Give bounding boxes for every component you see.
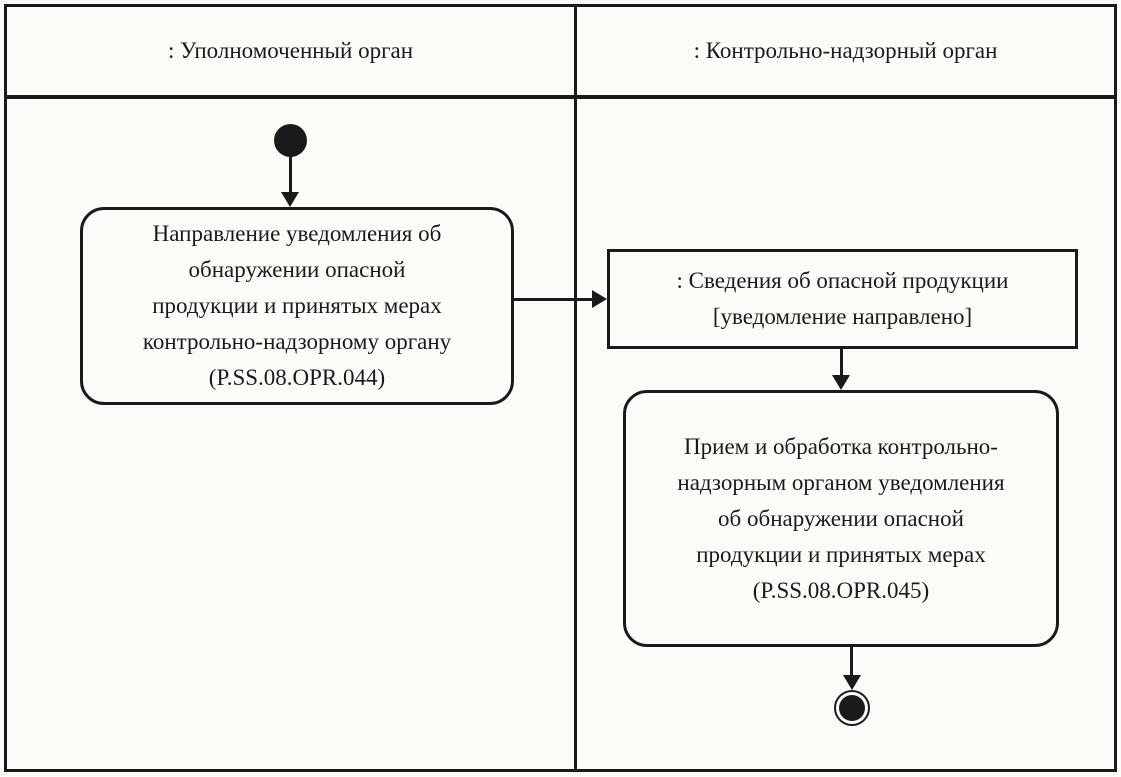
flow-line-object-to-activity2	[840, 349, 843, 377]
activity-text-line: Прием и обработка контрольно-	[684, 433, 998, 459]
initial-node	[274, 124, 307, 157]
activity-text-line: продукции и принятых мерах	[696, 541, 986, 567]
activity-text-line: обнаружении опасной	[188, 257, 406, 282]
arrowhead-down-icon	[832, 375, 850, 390]
flow-line-activity1-to-object	[514, 298, 594, 301]
activity-text-line: об обнаружении опасной	[718, 505, 964, 531]
lane-header-control-supervisory-body: : Контрольно-надзорный орган	[693, 38, 998, 63]
final-node	[834, 690, 870, 726]
final-node-dot	[839, 695, 865, 721]
activity-operation-code: (P.SS.08.OPR.044)	[208, 365, 386, 390]
activity-text-line: Направление уведомления об	[152, 221, 442, 246]
activity-receive-process-notification: Прием и обработка контрольно- надзорным …	[623, 390, 1059, 647]
flow-line-activity2-to-final	[850, 647, 853, 677]
lane-header-authorized-body: : Уполномоченный орган	[167, 38, 414, 63]
swimlane-divider	[574, 4, 577, 772]
activity-text-line: контрольно-надзорному органу	[142, 329, 452, 354]
activity-text-line: продукции и принятых мерах	[152, 293, 442, 318]
activity-text-line: надзорным органом уведомления	[677, 469, 1005, 495]
activity-operation-code: (P.SS.08.OPR.045)	[752, 577, 930, 603]
object-text-line: : Сведения об опасной продукции	[676, 268, 1009, 293]
object-state-label: [уведомление направлено]	[712, 304, 973, 329]
arrowhead-down-icon	[843, 675, 861, 690]
arrowhead-down-icon	[281, 192, 299, 207]
arrowhead-right-icon	[592, 290, 607, 308]
object-dangerous-products-info: : Сведения об опасной продукции [уведомл…	[607, 249, 1078, 349]
diagram-frame	[4, 4, 1117, 772]
flow-line-start-to-activity1	[289, 157, 292, 193]
activity-send-notification: Направление уведомления об обнаружении о…	[80, 207, 514, 405]
lane-header-divider	[4, 95, 1117, 99]
